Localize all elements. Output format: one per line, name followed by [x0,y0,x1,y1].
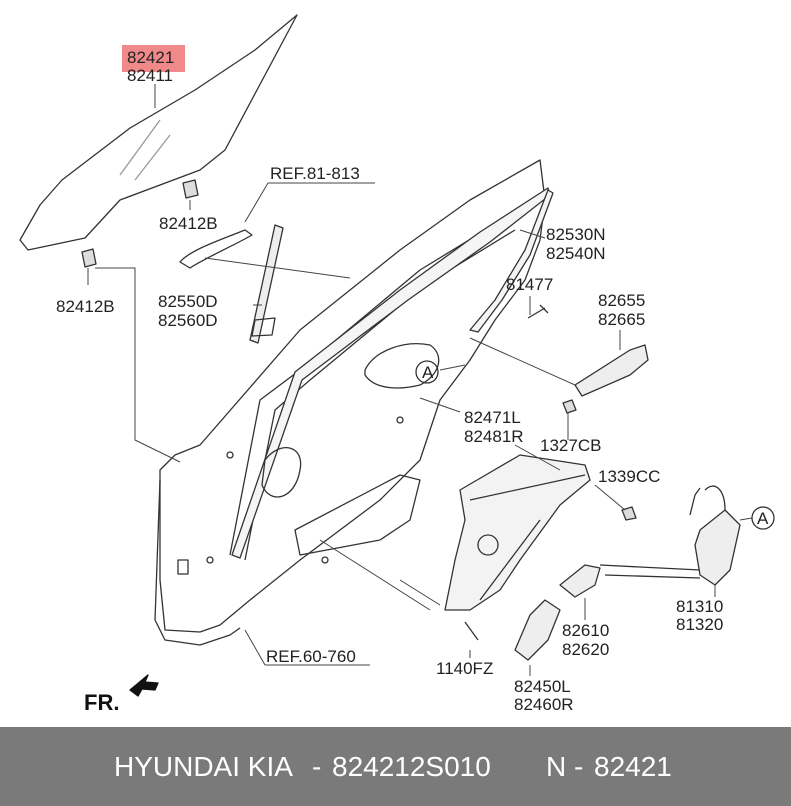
footer-dash-2: - [574,751,584,782]
leader-callout-a1 [439,364,466,371]
label-82530n: 82530N [546,225,606,244]
door-glass [19,14,298,251]
nut-1327cb [562,399,577,414]
label-81310: 81310 [676,597,724,616]
leader-1339cc [594,484,626,511]
footer-part-number: 824212S010 [332,751,491,782]
label-82412b-left: 82412B [56,297,115,316]
label-1140fz: 1140FZ [436,659,494,678]
hole-2 [206,556,214,564]
hole-4 [396,416,404,424]
label-1339cc: 1339CC [598,467,661,486]
door-panel [159,159,546,633]
label-82620: 82620 [562,640,610,659]
label-ref-81-813: REF.81-813 [270,164,360,183]
leader-82481r [514,444,561,471]
glass-clip-top [182,179,199,199]
label-82665: 82665 [598,310,646,329]
latch-rods [599,564,701,579]
footer-ref-number: 82421 [594,751,672,782]
label-82421: 82421 [127,48,175,67]
label-ref-60-760: REF.60-760 [266,647,356,666]
nut-1339cc [621,506,637,521]
rail-bracket [251,317,276,337]
label-81477: 81477 [506,275,554,294]
glass-reflection [119,119,171,181]
inside-handle [559,564,601,598]
latch-cable [689,485,726,516]
leader-82530n [519,229,546,239]
leader-left-door [95,267,181,463]
leader-callout-a2 [739,517,753,521]
bolt-1140fz [464,621,479,641]
label-82560d: 82560D [158,311,218,330]
regulator-pulley [477,534,499,556]
footer-n: N [546,751,567,782]
front-direction-label: FR. [84,690,120,715]
callout-a1-circle [415,360,439,384]
door-latch [694,509,741,586]
label-82610: 82610 [562,621,610,640]
channel-rear [469,189,554,333]
footer-bar: HYUNDAI KIA - 824212S010 N - 82421 [0,727,791,806]
handle-base [574,344,649,397]
regulator-cable [469,474,586,601]
label-82655: 82655 [598,291,646,310]
bolt-81477 [527,304,549,319]
fr-arrow [129,674,159,697]
label-82460r: 82460R [514,695,574,714]
regulator-motor [514,599,561,661]
exploded-parts-diagram [19,14,775,697]
label-82471l: 82471L [464,408,521,427]
handle-recess [364,343,440,389]
outside-handle [179,229,253,269]
window-regulator [444,454,591,611]
glass-clip-left [81,248,97,268]
leader-handle-to-door [469,337,576,386]
lower-opening [294,474,421,556]
leader-handle-rail [204,257,351,279]
callout-a2-circle [751,506,775,530]
callout-a1: A [422,363,434,382]
hole-3 [321,556,329,564]
callout-a2: A [757,509,769,528]
leader-82471l [419,397,461,413]
speaker-opening [261,447,302,498]
leader-ref81-arrow [244,182,269,223]
rear-channel-rail [249,224,284,344]
label-82412b-top: 82412B [159,214,218,233]
label-1327cb: 1327CB [540,436,602,455]
door-flange [154,479,241,646]
hole-1 [226,451,234,459]
label-81320: 81320 [676,615,724,634]
label-82550d: 82550D [158,292,218,311]
label-82540n: 82540N [546,244,606,263]
leader-ref60-arrow [244,629,266,666]
label-82481r: 82481R [464,427,524,446]
label-82450l: 82450L [514,677,571,696]
label-82411: 82411 [127,66,174,85]
hole-5 [177,559,189,575]
leader-lower-door [319,539,441,611]
footer-brand: HYUNDAI KIA [114,751,293,782]
highlight-82421 [122,45,185,72]
footer-dash-1: - [312,751,322,782]
